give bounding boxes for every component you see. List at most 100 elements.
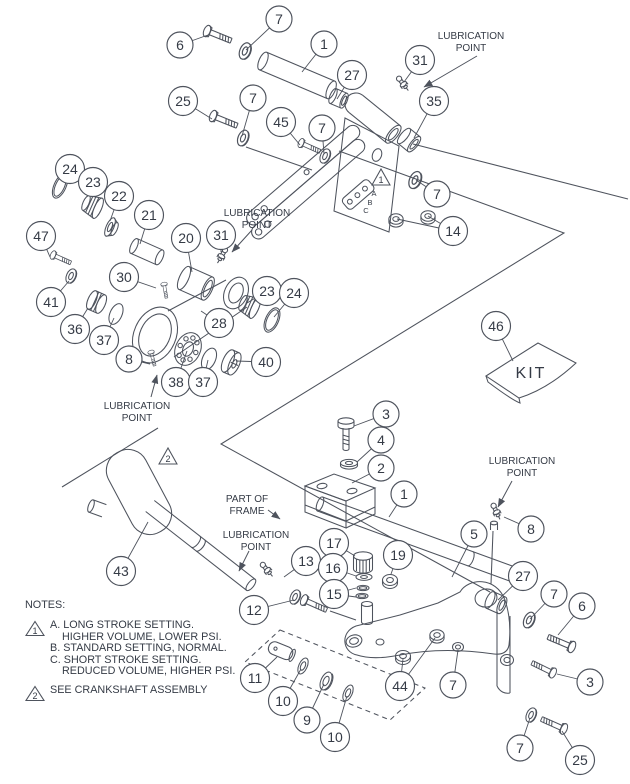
washer-10: [342, 684, 354, 702]
callout-bubble-3: [372, 400, 400, 428]
bolt-47: [48, 249, 74, 268]
callout-number: 35: [426, 93, 442, 109]
callout-number: 8: [527, 521, 535, 537]
lubrication-point-label: POINT: [456, 43, 487, 54]
callout-number: 7: [249, 90, 257, 106]
rocker-arm-body: [344, 581, 511, 659]
callout-number: 23: [85, 174, 101, 190]
callout-bubble-15: [318, 578, 350, 610]
callout-number: 46: [488, 318, 504, 334]
clamp-block-2: [303, 473, 377, 529]
callout-bubble-20: [170, 222, 202, 254]
callout-bubble-9: [293, 706, 321, 734]
callout-number: 7: [275, 11, 283, 27]
grease-fitting-31: [394, 73, 412, 94]
setting-plate: [341, 179, 375, 210]
callout-bubble-7: [308, 114, 336, 142]
part-of-frame-label: FRAME: [230, 506, 265, 517]
part-of-frame-label: PART OF: [226, 494, 268, 505]
warning-flag-number: 2: [165, 454, 170, 464]
cap-36: [86, 290, 108, 314]
frame-clamp-assembly: [87, 417, 520, 592]
callout-number: 45: [273, 114, 289, 130]
callout-bubble-7: [506, 734, 534, 762]
callout-bubble-46: [480, 310, 512, 342]
rocker-arm-assembly: [257, 501, 578, 736]
callout-bubble-27: [507, 560, 539, 592]
callout-number: 25: [175, 93, 191, 109]
callout-bubble-37: [187, 366, 219, 398]
lubrication-point-label: LUBRICATION: [489, 456, 556, 467]
washer-7: [405, 168, 425, 192]
callout-number: 10: [275, 693, 291, 709]
warning-triangle-icon: [371, 167, 391, 186]
callout-bubble-25: [564, 744, 596, 776]
cup-20: [176, 265, 215, 301]
washer-9: [319, 671, 334, 691]
grease-fitting-13: [257, 560, 276, 580]
callout-bubble-10: [267, 685, 299, 717]
cap-40: [220, 349, 242, 376]
callout-bubble-31: [404, 44, 436, 76]
callout-bubble-44: [384, 670, 416, 702]
callout-number: 20: [178, 230, 194, 246]
bolt-6: [545, 630, 578, 655]
callout-bubble-37: [88, 324, 120, 356]
callout-number: 23: [259, 283, 275, 299]
callout-bubble-24: [54, 153, 86, 185]
callout-bubble-12: [238, 594, 270, 626]
callout-number: 30: [116, 269, 132, 285]
kit-packet: [485, 342, 577, 404]
washer-7: [317, 146, 334, 166]
notes-heading: NOTES:: [25, 599, 66, 611]
callout-number: 14: [445, 223, 461, 239]
nut-19: [381, 573, 399, 590]
callout-number: 25: [572, 752, 588, 768]
crank-bearing-assembly: [48, 173, 281, 376]
callout-number: 7: [550, 586, 558, 602]
callout-bubble-35: [418, 85, 450, 117]
callout-bubble-24: [278, 277, 310, 309]
callout-number: 21: [141, 207, 157, 223]
warning-triangle-icon: 1: [25, 620, 45, 637]
washer-10: [297, 657, 309, 675]
callout-number: 9: [303, 712, 311, 728]
hole-label: C: [363, 206, 369, 215]
callout-number: 5: [470, 526, 478, 542]
lubrication-arrow: [497, 480, 513, 508]
callout-number: 7: [433, 186, 441, 202]
callout-bubble-7: [423, 180, 451, 208]
bolt-3: [529, 657, 559, 680]
callout-bubble-10: [319, 721, 351, 753]
callout-bubble-27: [336, 59, 368, 91]
lubrication-point-label: LUBRICATION: [224, 208, 291, 219]
callout-number: 7: [449, 677, 457, 693]
svg-text:1: 1: [32, 626, 37, 636]
callout-number: 47: [33, 228, 49, 244]
hole-label: A: [371, 189, 376, 198]
callout-number: 40: [258, 354, 274, 370]
callout-number: 1: [320, 36, 328, 52]
link-bracket: [496, 611, 515, 694]
callout-number: 36: [67, 321, 83, 337]
callout-number: 44: [392, 678, 408, 694]
gusset-plate: [333, 117, 400, 233]
callout-bubble-31: [205, 219, 237, 251]
washer-7: [236, 40, 255, 62]
callout-number: 15: [326, 586, 342, 602]
bushing-27: [484, 591, 508, 615]
callout-number: 28: [211, 315, 227, 331]
washer-41: [63, 266, 80, 286]
warning-triangle-icon: [158, 446, 178, 465]
callout-bubble-40: [250, 346, 282, 378]
callout-bubble-8: [517, 515, 545, 543]
callout-bubble-3: [576, 668, 604, 696]
lubrication-point-label: LUBRICATION: [438, 31, 505, 42]
screw-30: [160, 281, 171, 299]
construction-lines: [61, 143, 629, 593]
